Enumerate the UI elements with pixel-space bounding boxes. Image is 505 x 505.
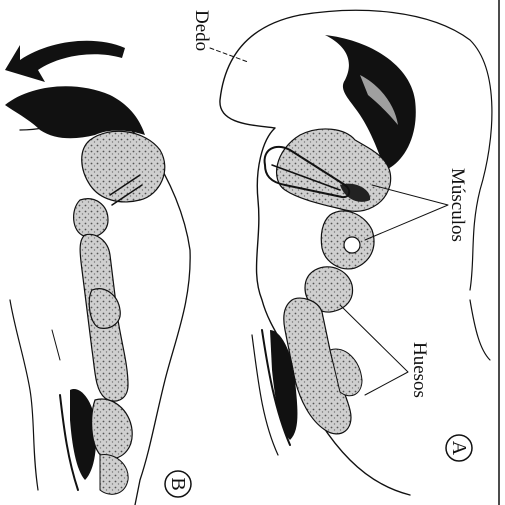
motion-arrow-b — [5, 41, 125, 82]
label-musculos: Músculos — [447, 168, 468, 242]
panel-b-letter: B — [167, 477, 189, 490]
panel-a-letter: A — [448, 441, 470, 456]
label-dedo-group: Dedo — [191, 10, 248, 62]
panel-b — [5, 41, 190, 505]
bone-distal-b — [82, 131, 165, 202]
label-huesos: Huesos — [409, 342, 430, 398]
bone-distal-a — [277, 129, 391, 211]
joint-b — [74, 199, 108, 237]
panel-a-marker: A — [446, 435, 472, 461]
panel-a — [220, 10, 492, 495]
panel-b-marker: B — [165, 471, 191, 497]
label-dedo: Dedo — [191, 10, 212, 51]
